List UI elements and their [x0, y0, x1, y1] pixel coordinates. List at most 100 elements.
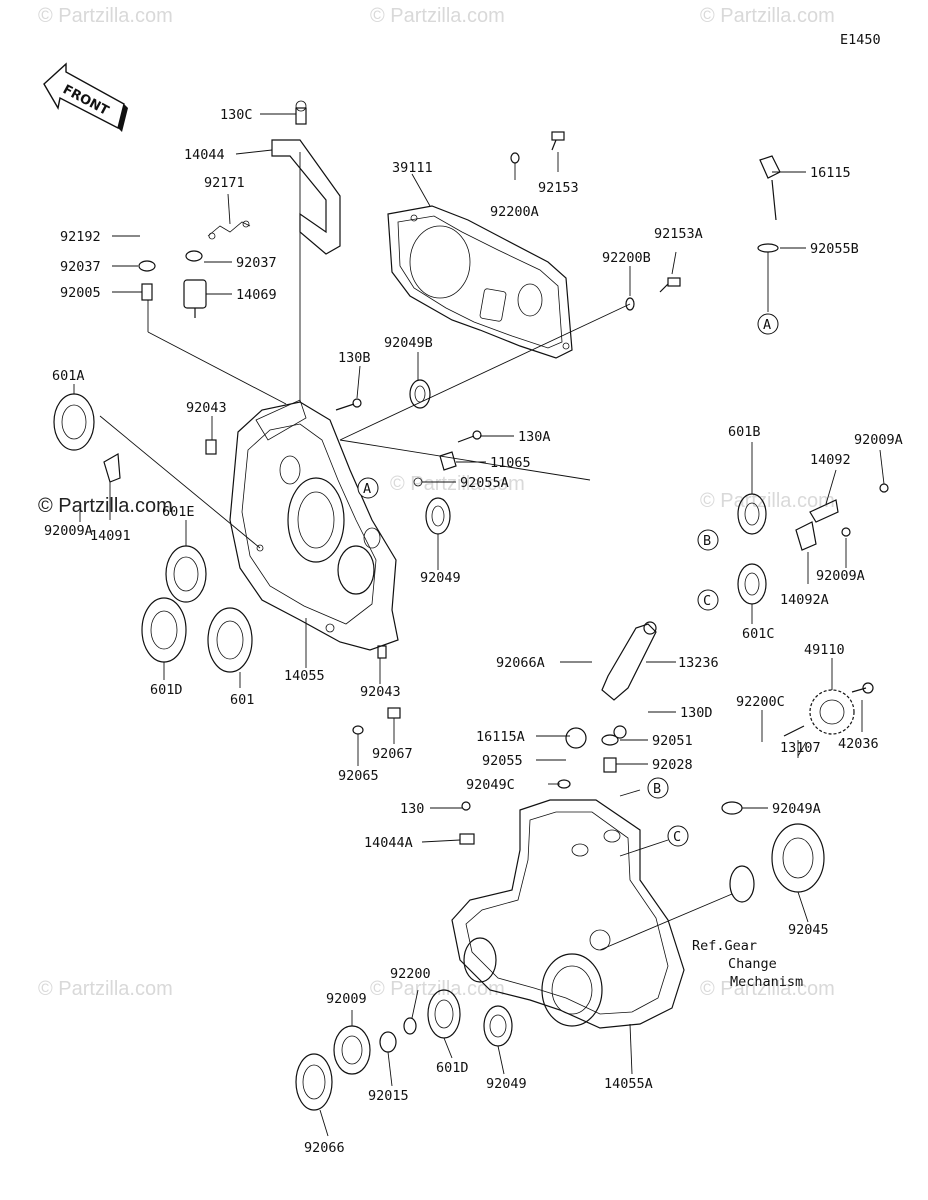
part-label: 92200A: [490, 204, 539, 220]
part-label: 92055A: [460, 475, 509, 491]
part-label: 601E: [162, 504, 195, 520]
part-label: 92200C: [736, 694, 785, 710]
part-label: 14044A: [364, 835, 413, 851]
right-crankcase-14055A: [451, 725, 685, 1029]
part-label: 92171: [204, 175, 245, 191]
watermark: © Partzilla.com: [390, 473, 525, 495]
part-label: 92045: [788, 922, 829, 938]
watermark-layer: © Partzilla.com © Partzilla.com © Partzi…: [38, 5, 835, 1000]
reference-note: Ref.Gear Change Mechanism: [692, 938, 803, 990]
ref-c: C: [703, 593, 711, 609]
dipstick-16115: [757, 155, 781, 253]
part-label: 16115: [810, 165, 851, 181]
leader-lines: [73, 113, 885, 1137]
part-label: 92066: [304, 1140, 345, 1156]
part-label: 92049C: [466, 777, 515, 793]
part-label: 14092A: [780, 592, 829, 608]
part-label: 49110: [804, 642, 845, 658]
part-label: 92200B: [602, 250, 651, 266]
part-label: 92037: [236, 255, 277, 271]
part-label: 92153: [538, 180, 579, 196]
part-label: 42036: [838, 736, 879, 752]
part-label: 601D: [150, 682, 183, 698]
part-label: 92009A: [44, 523, 93, 539]
watermark: © Partzilla.com: [700, 978, 835, 1000]
ref-b: B: [703, 533, 711, 549]
part-label: 92028: [652, 757, 693, 773]
part-label: 13236: [678, 655, 719, 671]
part-label: 601A: [52, 368, 85, 384]
part-label: 92055B: [810, 241, 859, 257]
part-label: 601: [230, 692, 254, 708]
part-label: 130D: [680, 705, 713, 721]
part-label: 601D: [436, 1060, 469, 1076]
part-label: 92049: [420, 570, 461, 586]
front-arrow-icon: FRONT: [43, 62, 128, 132]
part-label: 14055: [284, 668, 325, 684]
watermark: © Partzilla.com: [38, 495, 173, 517]
part-label: 92200: [390, 966, 431, 982]
watermark: © Partzilla.com: [38, 978, 173, 1000]
part-label: 92009A: [854, 432, 903, 448]
watermark: © Partzilla.com: [370, 5, 505, 27]
part-label: 13107: [780, 740, 821, 756]
part-label: 92192: [60, 229, 101, 245]
part-label: 39111: [392, 160, 433, 176]
part-label: 14091: [90, 528, 131, 544]
part-label: 601B: [728, 424, 761, 440]
part-label: 92065: [338, 768, 379, 784]
part-label: 92055: [482, 753, 523, 769]
reference-note-line: Ref.Gear: [692, 938, 757, 954]
clamps-filter: [138, 250, 207, 318]
ref-a: A: [763, 317, 771, 333]
part-label: 130B: [338, 350, 371, 366]
part-label: 14044: [184, 147, 225, 163]
left-crankcase-14055: [229, 399, 399, 651]
clip-92171: [207, 220, 251, 240]
ref-c: C: [673, 829, 681, 845]
fasteners-upper: [205, 131, 681, 735]
part-label: 92067: [372, 746, 413, 762]
part-labels: 130C 14044 92171 92192 92037 92037 92005…: [44, 107, 903, 1156]
part-label: 92043: [186, 400, 227, 416]
part-label: 130: [400, 801, 424, 817]
part-label: 92051: [652, 733, 693, 749]
reference-note-line: Mechanism: [730, 974, 803, 990]
part-label: 130A: [518, 429, 551, 445]
watermark: © Partzilla.com: [370, 978, 505, 1000]
part-label: 92037: [60, 259, 101, 275]
part-label: 14092: [810, 452, 851, 468]
part-label: 14069: [236, 287, 277, 303]
bracket-14044: [271, 100, 341, 255]
ref-a: A: [363, 481, 371, 497]
watermark: © Partzilla.com: [38, 5, 173, 27]
part-label: 14055A: [604, 1076, 653, 1092]
part-label: 92049: [486, 1076, 527, 1092]
part-label: 92043: [360, 684, 401, 700]
part-label: 11065: [490, 455, 531, 471]
ref-b: B: [653, 781, 661, 797]
part-label: 92049B: [384, 335, 433, 351]
shift-lever-13236: [601, 621, 657, 701]
watermark: © Partzilla.com: [700, 490, 835, 512]
gear-49110: [783, 682, 874, 737]
part-label: 130C: [220, 107, 253, 123]
watermark: © Partzilla.com: [700, 5, 835, 27]
part-label: 92009A: [816, 568, 865, 584]
diagram-code: E1450: [840, 32, 881, 48]
circle-refs: A A B C B C: [357, 313, 779, 847]
part-label: 601C: [742, 626, 775, 642]
bearings-right: [737, 483, 889, 605]
hose-92192: [136, 176, 196, 262]
bearings-bottom: [295, 741, 825, 1111]
part-label: 92015: [368, 1088, 409, 1104]
part-label: 92153A: [654, 226, 703, 242]
part-label: 92009: [326, 991, 367, 1007]
part-label: 16115A: [476, 729, 525, 745]
cover-plate-39111: [387, 205, 573, 359]
part-label: 92049A: [772, 801, 821, 817]
reference-note-line: Change: [728, 956, 777, 972]
part-label: 92005: [60, 285, 101, 301]
